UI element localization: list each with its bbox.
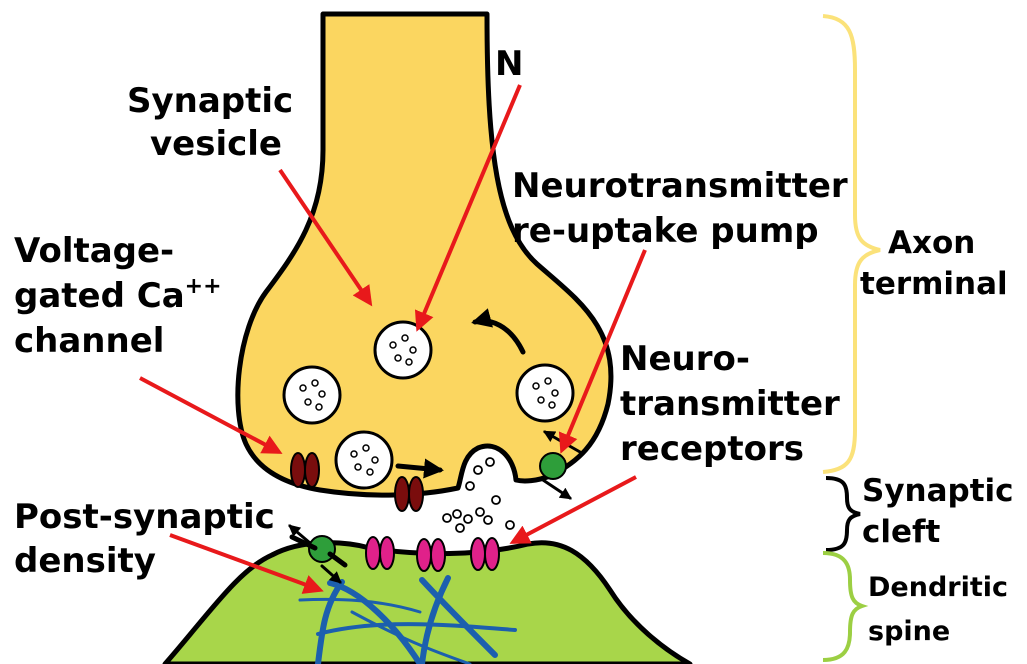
synaptic-vesicle-label: Synaptic vesicle — [127, 81, 305, 164]
synaptic-cleft-brace — [826, 478, 860, 550]
synaptic-vesicle — [375, 322, 431, 378]
post-synaptic-density-label: Post-synaptic density — [14, 497, 287, 581]
dendritic-spine-label: Dendritic spine — [868, 572, 1017, 647]
synaptic-vesicle — [284, 367, 340, 423]
synaptic-vesicle — [517, 365, 573, 421]
dendritic-spine-brace — [823, 553, 862, 660]
neurotransmitter-receptor — [366, 537, 499, 571]
synaptic-cleft-label: Synaptic cleft — [862, 473, 1024, 550]
reuptake-pump-label: Neurotransmitter re-uptake pump — [512, 166, 860, 251]
axon-terminal-label: Axon terminal — [860, 225, 1008, 302]
synaptic-vesicle — [336, 432, 392, 488]
reuptake-pump — [540, 453, 566, 479]
neurotransmitters-label: N — [495, 44, 523, 84]
receptors-label: Neuro- transmitter receptors — [620, 339, 852, 469]
calcium-channel-label: Voltage- gated Ca++ channel — [14, 231, 233, 361]
